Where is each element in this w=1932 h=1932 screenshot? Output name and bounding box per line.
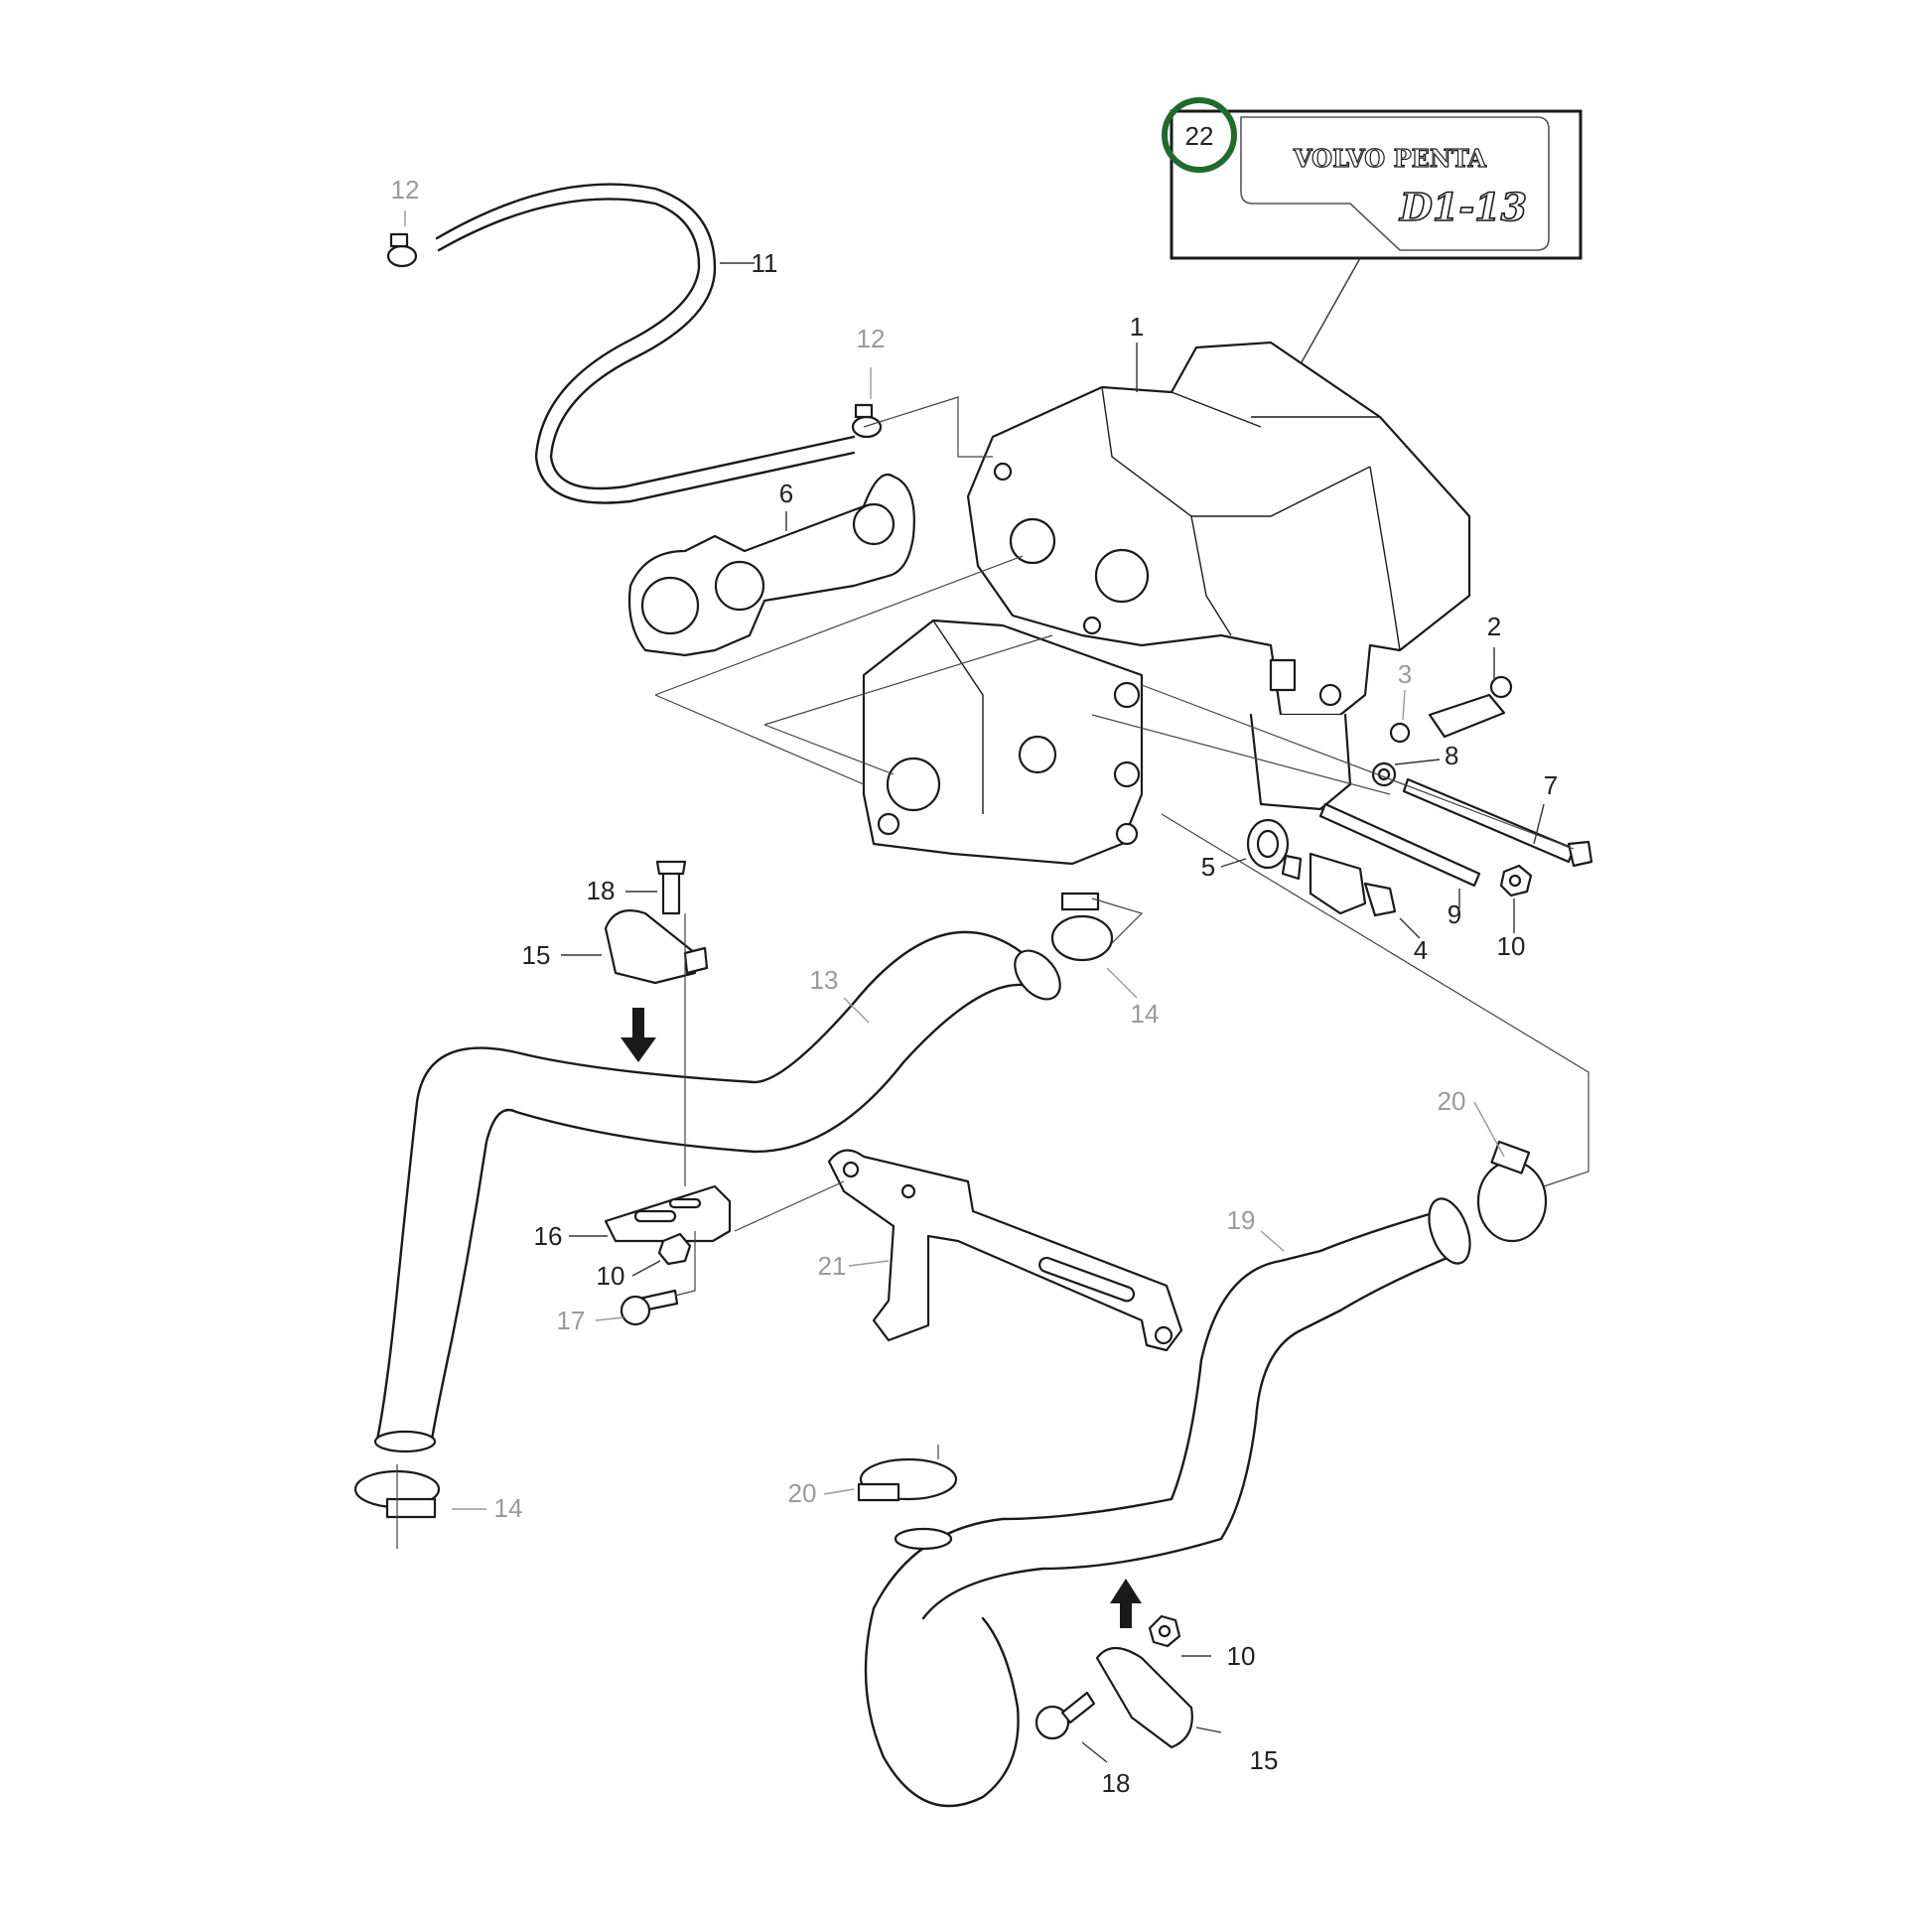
pipe-clamp-15-bottom[interactable] [1095, 1579, 1193, 1749]
plate-model-text: D1-13 [1399, 185, 1527, 229]
callout-22-label: 22 [1185, 121, 1214, 151]
callout-13: 13 [810, 965, 839, 995]
nut-10-right[interactable] [1499, 864, 1533, 897]
callout-10a: 10 [1497, 931, 1526, 961]
callout-6: 6 [779, 479, 793, 508]
nut-10-bottom[interactable] [1148, 1614, 1181, 1648]
adapter-block[interactable] [862, 619, 1144, 866]
hose-clamp-20b[interactable] [857, 1457, 958, 1502]
callout-5: 5 [1201, 852, 1215, 882]
callout-20b: 20 [788, 1478, 817, 1508]
leader-lines [404, 210, 1545, 1763]
bolt-18-top[interactable] [655, 860, 687, 915]
callout-12b: 12 [857, 324, 886, 353]
callout-4: 4 [1414, 935, 1428, 965]
callout-17: 17 [557, 1306, 586, 1335]
callout-highlight-circle[interactable] [1162, 97, 1237, 173]
small-hose-11[interactable] [435, 183, 856, 504]
callout-18b: 18 [1102, 1768, 1131, 1798]
callout-10c: 10 [1227, 1641, 1256, 1671]
callout-2: 2 [1487, 612, 1501, 641]
callout-21: 21 [818, 1251, 847, 1281]
callout-9: 9 [1448, 899, 1461, 929]
washer-8[interactable] [1371, 761, 1397, 787]
hose-clamp-20a[interactable] [1476, 1140, 1548, 1243]
callout-numbers: 12 11 12 6 1 2 3 8 7 9 10 4 5 18 15 13 1… [391, 175, 1559, 1798]
nut-10-left[interactable] [657, 1232, 692, 1266]
hose-13[interactable] [373, 930, 1069, 1453]
callout-12a: 12 [391, 175, 420, 205]
callout-16: 16 [534, 1221, 563, 1251]
callout-8: 8 [1445, 741, 1458, 770]
callout-1: 1 [1130, 312, 1144, 342]
hose-clamp-14a[interactable] [1050, 892, 1114, 962]
callout-18a: 18 [587, 876, 616, 905]
temp-sender-2[interactable] [1428, 675, 1513, 739]
pipe-clamp-15-top[interactable] [604, 909, 709, 1062]
pump-housing[interactable] [966, 341, 1471, 811]
reference-lines [396, 396, 1589, 1549]
small-clamp-12a[interactable] [386, 232, 418, 268]
bolt-17[interactable] [620, 1289, 679, 1326]
callout-14a: 14 [1131, 999, 1160, 1029]
callout-11: 11 [752, 248, 778, 278]
small-clamp-12b[interactable] [851, 403, 883, 439]
gasket[interactable] [627, 474, 915, 657]
stud-9[interactable] [1318, 802, 1481, 888]
plate-brand-text: VOLVO PENTA [1293, 144, 1486, 173]
callout-15b: 15 [1250, 1745, 1279, 1775]
washer-3[interactable] [1389, 722, 1411, 744]
callout-19: 19 [1227, 1205, 1256, 1235]
callout-14b: 14 [494, 1493, 523, 1523]
callout-10b: 10 [597, 1261, 625, 1291]
sensor-4[interactable] [1281, 852, 1397, 917]
washer-5[interactable] [1246, 818, 1290, 870]
support-bracket-21[interactable] [827, 1149, 1183, 1352]
hose-19[interactable] [864, 1193, 1478, 1808]
bolt-18-bottom[interactable] [1035, 1691, 1096, 1740]
callout-7: 7 [1544, 770, 1558, 800]
callout-20a: 20 [1438, 1086, 1466, 1116]
callout-15a: 15 [522, 940, 551, 970]
bracket-16[interactable] [604, 1184, 732, 1243]
label-plate[interactable]: VOLVO PENTA D1-13 22 [1162, 97, 1583, 418]
callout-3: 3 [1398, 659, 1412, 689]
